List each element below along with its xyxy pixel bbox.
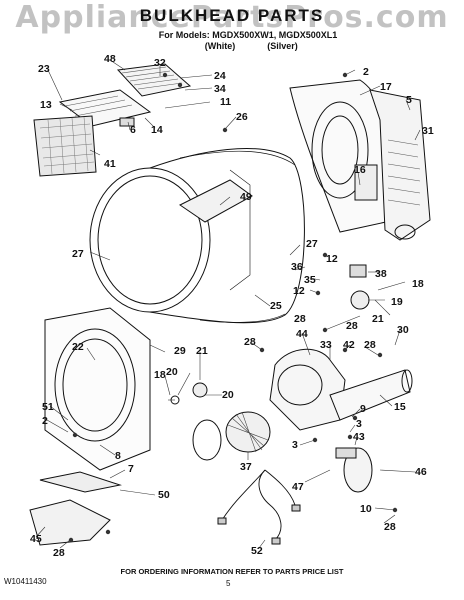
callout-44: 44 <box>296 328 308 340</box>
callout-46: 46 <box>415 466 427 478</box>
burner-housing-part <box>369 89 431 241</box>
callout-27-left: 27 <box>72 248 84 260</box>
callout-3-bottom: 3 <box>292 439 298 451</box>
drum-part <box>89 148 305 324</box>
callout-42: 42 <box>343 339 355 351</box>
page-title: BULKHEAD PARTS <box>139 6 325 25</box>
callout-20-bottom: 20 <box>222 389 234 401</box>
callout-27-right: 27 <box>306 238 318 250</box>
callout-24: 24 <box>214 70 226 82</box>
callout-20-top: 20 <box>166 366 178 378</box>
callout-12-top: 12 <box>326 253 338 265</box>
callout-28-d: 28 <box>364 339 376 351</box>
callout-34: 34 <box>214 83 226 95</box>
callout-26: 26 <box>236 111 248 123</box>
callout-29: 29 <box>174 345 186 357</box>
callout-18-left: 18 <box>154 369 166 381</box>
callout-45: 45 <box>30 533 42 545</box>
callout-11: 11 <box>220 96 231 108</box>
variant-silver: (Silver) <box>267 41 298 51</box>
callout-28-a: 28 <box>294 313 306 325</box>
callout-47: 47 <box>292 481 304 493</box>
callout-8: 8 <box>115 450 121 462</box>
callout-43: 43 <box>353 431 365 443</box>
bulkhead-seal-part <box>29 471 122 546</box>
callout-25: 25 <box>270 300 282 312</box>
callout-14: 14 <box>151 124 163 136</box>
callout-5: 5 <box>406 94 412 106</box>
model-numbers: For Models: MGDX500XW1, MGDX500XL1 <box>158 30 338 40</box>
callout-31: 31 <box>422 125 434 137</box>
callout-49: 49 <box>240 191 252 203</box>
callout-18-right: 18 <box>412 278 424 290</box>
callout-13: 13 <box>40 99 52 111</box>
blower-wheel-part <box>225 411 271 453</box>
blower-housing-part <box>269 348 346 431</box>
page-number: 5 <box>226 579 231 588</box>
gas-valve-part <box>335 447 373 493</box>
watermark: AppliancePartsPros.com <box>15 0 449 35</box>
callout-32: 32 <box>154 57 166 69</box>
exhaust-duct-part <box>329 369 413 421</box>
callout-37: 37 <box>240 461 252 473</box>
callout-50: 50 <box>158 489 170 501</box>
leader-lines <box>35 59 421 549</box>
lint-screen-part <box>33 115 97 177</box>
callout-52: 52 <box>251 545 263 557</box>
lint-grille-part <box>116 63 192 97</box>
callout-labels: 48 32 23 24 34 11 13 6 14 41 26 2 17 5 3… <box>30 53 434 559</box>
ordering-note: FOR ORDERING INFORMATION REFER TO PARTS … <box>120 567 344 576</box>
document-code: W10411430 <box>4 577 47 586</box>
callout-28-e: 28 <box>384 521 396 533</box>
callout-17: 17 <box>380 81 392 93</box>
model-variants: (White) (Silver) <box>190 41 320 51</box>
callout-51: 51 <box>42 401 54 413</box>
callout-21-right: 21 <box>372 313 384 325</box>
callout-9: 9 <box>360 403 366 415</box>
callout-30: 30 <box>397 324 409 336</box>
callout-23: 23 <box>38 63 50 75</box>
callout-2-left: 2 <box>42 415 48 427</box>
callout-28-b: 28 <box>346 320 358 332</box>
callout-48: 48 <box>104 53 116 65</box>
callout-15: 15 <box>394 401 406 413</box>
callout-28-f: 28 <box>53 547 65 559</box>
callout-36: 36 <box>291 261 303 273</box>
variant-white: (White) <box>204 41 236 51</box>
baffle-part <box>179 179 253 223</box>
callout-6: 6 <box>130 124 136 136</box>
rear-bulkhead-part <box>289 79 397 233</box>
callout-19: 19 <box>391 296 403 308</box>
callout-2: 2 <box>363 66 369 78</box>
callout-3-top: 3 <box>356 418 362 430</box>
callout-10: 10 <box>360 503 372 515</box>
callout-28-c: 28 <box>244 336 256 348</box>
idler-assembly-part <box>170 264 370 405</box>
callout-7: 7 <box>128 463 134 475</box>
callout-41: 41 <box>104 158 116 170</box>
callout-21-left: 21 <box>196 345 208 357</box>
callout-16: 16 <box>354 164 366 176</box>
callout-12-mid: 12 <box>293 285 305 297</box>
callout-38: 38 <box>375 268 387 280</box>
wire-harness-part <box>217 469 301 545</box>
drive-belt-part <box>192 419 222 461</box>
front-bulkhead-part <box>44 307 151 471</box>
callout-33: 33 <box>320 339 332 351</box>
callout-22: 22 <box>72 341 84 353</box>
callout-35: 35 <box>304 274 316 286</box>
